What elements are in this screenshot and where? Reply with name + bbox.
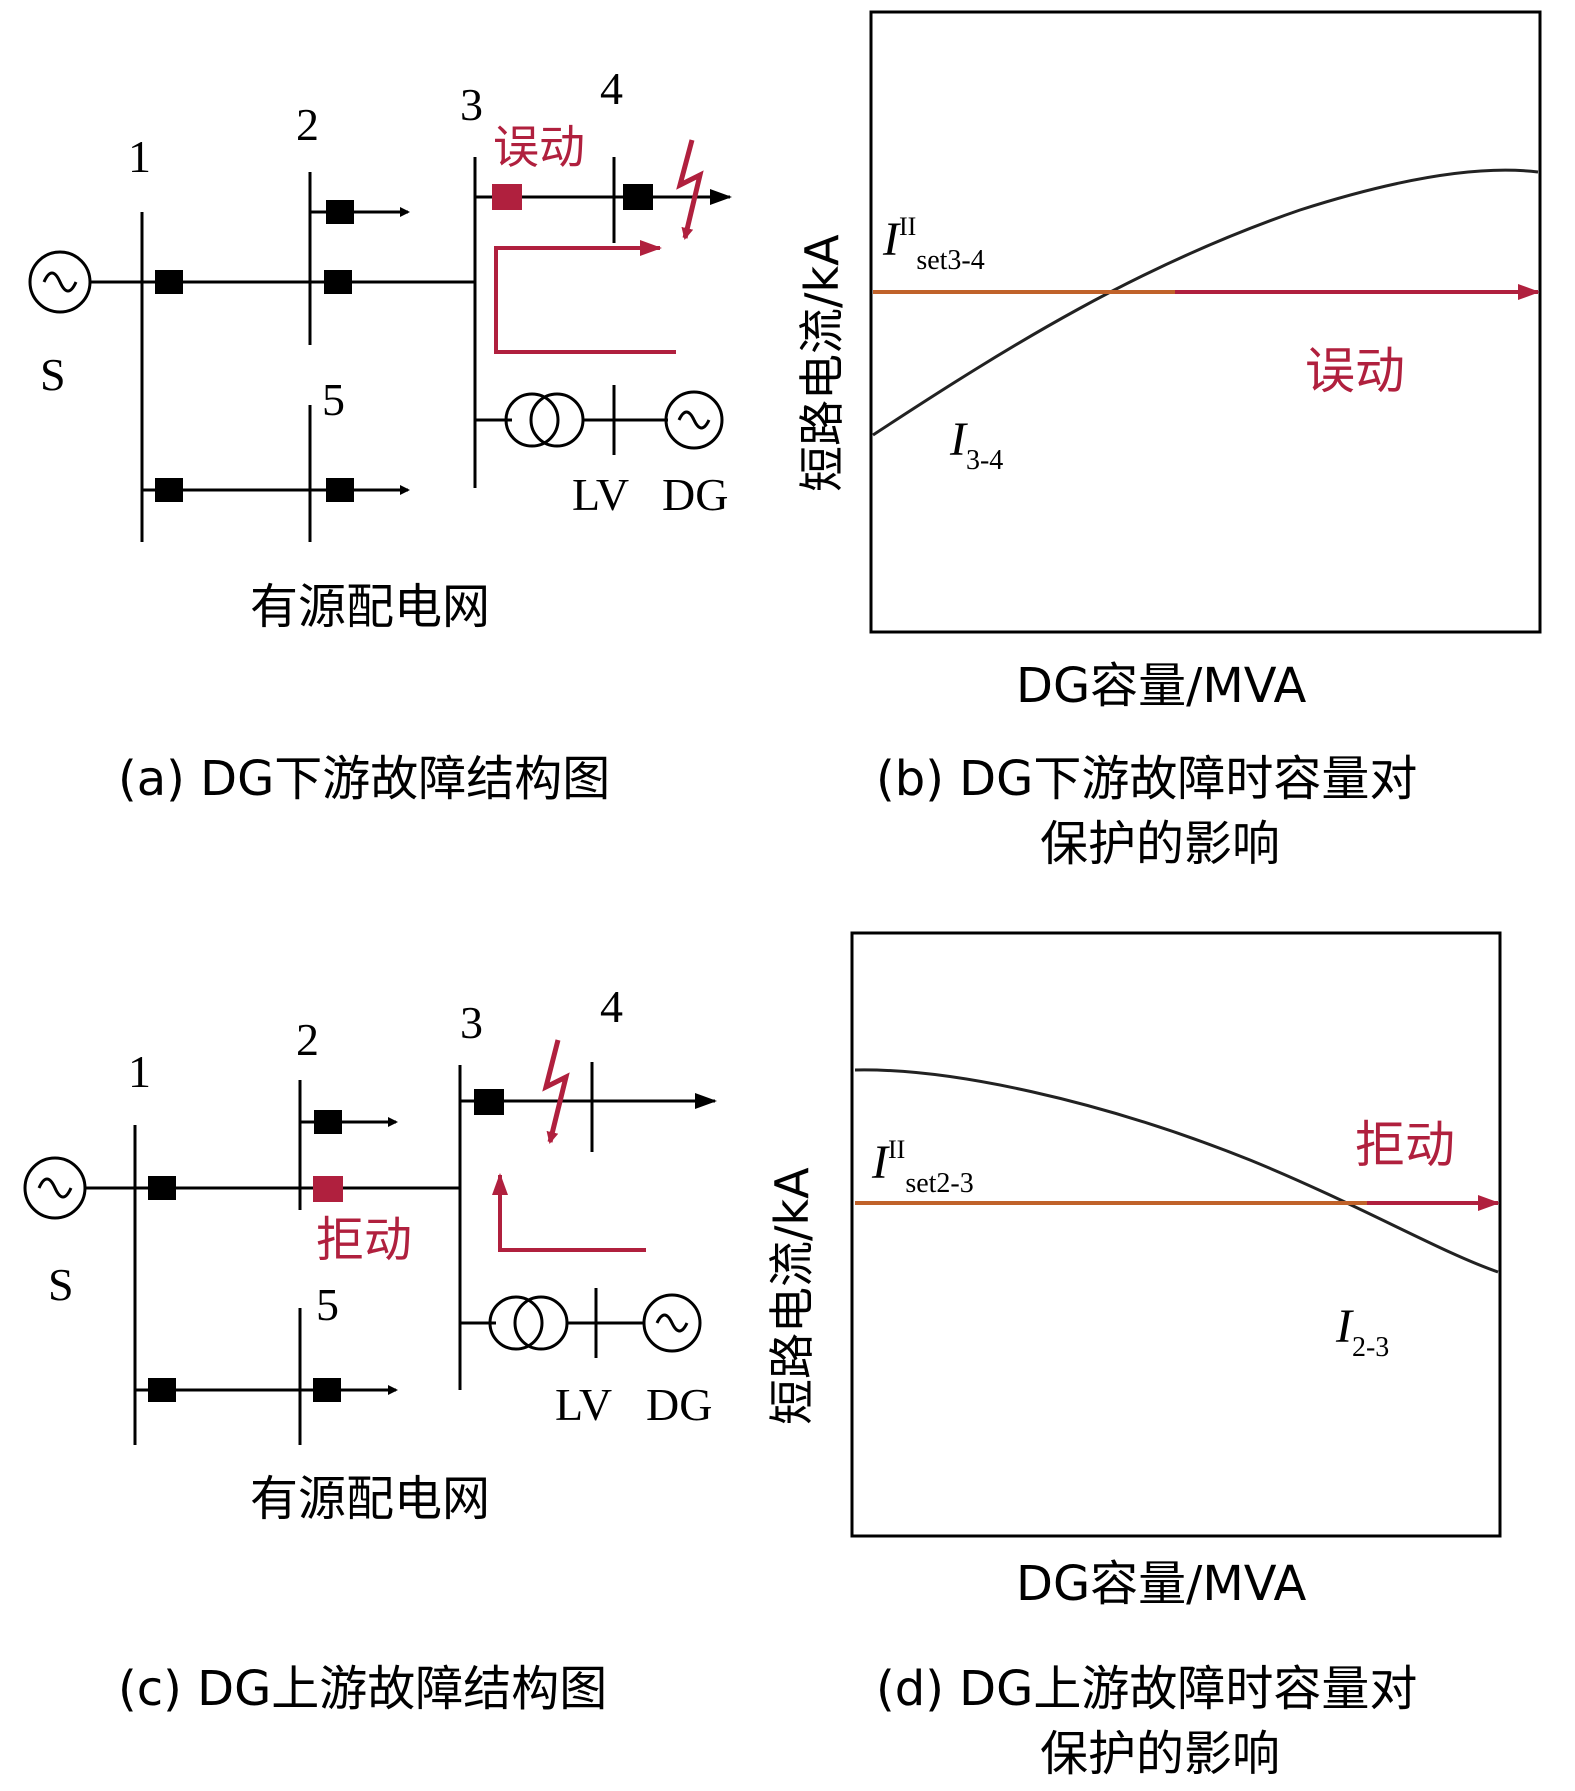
breaker-2-load xyxy=(314,1110,342,1134)
short-circuit-current-curve-d xyxy=(854,1068,1499,1274)
dg-label: DG xyxy=(646,1379,712,1430)
breaker-5-load xyxy=(326,478,354,502)
panel-c-network-diagram: S 1 2 拒动 3 4 LV DG 5 有源配电网 (c xyxy=(23,981,717,1717)
caption-d-line2: 保护的影响 xyxy=(1040,1726,1280,1782)
fault-lightning-icon xyxy=(676,139,704,240)
breaker-2-3 xyxy=(324,270,352,294)
breaker-4 xyxy=(623,184,653,210)
bus-label-3: 3 xyxy=(460,79,483,130)
breaker-1-5 xyxy=(148,1378,176,1402)
breaker-3-4-tripped xyxy=(492,184,522,210)
breaker-1-2 xyxy=(155,270,183,294)
sine-wave-icon xyxy=(42,271,78,293)
sine-wave-icon xyxy=(37,1177,73,1199)
plot-frame-d xyxy=(850,931,1502,1538)
dg-sine-wave-icon xyxy=(677,410,711,430)
current-label-d: I2-3 xyxy=(1335,1300,1389,1363)
caption-b-line2: 保护的影响 xyxy=(1040,816,1280,872)
dg-sine-wave-icon xyxy=(655,1313,689,1333)
current-label-b: I3-4 xyxy=(949,413,1003,476)
setting-label-b: IIIset3-4 xyxy=(882,212,985,276)
source-label: S xyxy=(48,1259,74,1310)
bus-label-5: 5 xyxy=(322,374,345,425)
bus-label-5: 5 xyxy=(316,1279,339,1330)
breaker-1-2 xyxy=(148,1176,176,1200)
x-axis-label-d: DG容量/MVA xyxy=(1016,1556,1307,1612)
caption-c: (c) DG上游故障结构图 xyxy=(118,1661,607,1717)
fault-current-path xyxy=(494,240,676,354)
network-label: 有源配电网 xyxy=(250,1471,490,1527)
breaker-5-load xyxy=(313,1378,341,1402)
bus-label-2: 2 xyxy=(296,99,319,150)
caption-d-line1: (d) DG上游故障时容量对 xyxy=(876,1661,1417,1717)
bus-label-1: 1 xyxy=(128,131,151,182)
panel-a-network-diagram: S 1 2 3 误动 4 LV xyxy=(28,63,732,807)
status-label-d: 拒动 xyxy=(1355,1116,1455,1174)
bus-label-3: 3 xyxy=(460,997,483,1048)
caption-b-line1: (b) DG下游故障时容量对 xyxy=(876,751,1417,807)
status-label-refusal: 拒动 xyxy=(316,1212,412,1268)
fault-current-path xyxy=(492,1173,646,1252)
y-axis-label-d: 短路电流/kA xyxy=(765,1167,819,1425)
x-axis-label-b: DG容量/MVA xyxy=(1016,658,1307,714)
bus-label-1: 1 xyxy=(128,1046,151,1097)
network-label: 有源配电网 xyxy=(250,579,490,635)
breaker-3-4 xyxy=(474,1089,504,1115)
dg-generator-icon xyxy=(664,390,724,450)
fault-lightning-icon xyxy=(542,1039,570,1144)
transformer-winding-1 xyxy=(504,392,560,448)
lv-label: LV xyxy=(555,1379,612,1430)
breaker-2-3-refused xyxy=(313,1176,343,1202)
short-circuit-current-curve-b xyxy=(872,168,1539,437)
setting-label-d: IIIset2-3 xyxy=(871,1135,974,1199)
status-label-b: 误动 xyxy=(1305,342,1405,400)
source-label: S xyxy=(40,349,66,400)
breaker-2-load xyxy=(326,200,354,224)
dg-generator-icon xyxy=(642,1293,702,1353)
caption-a: (a) DG下游故障结构图 xyxy=(118,751,610,807)
lv-label: LV xyxy=(572,469,629,520)
plot-frame-b xyxy=(869,10,1542,634)
transformer-winding-1 xyxy=(488,1295,544,1351)
panel-d-chart: IIIset2-3 I2-3 拒动 短路电流/kA DG容量/MVA (d) D… xyxy=(765,931,1502,1782)
bus-label-2: 2 xyxy=(296,1014,319,1065)
status-label-maloperation: 误动 xyxy=(493,120,585,174)
y-axis-label-b: 短路电流/kA xyxy=(795,234,849,492)
bus-label-4: 4 xyxy=(600,981,623,1032)
breaker-1-5 xyxy=(155,478,183,502)
dg-label: DG xyxy=(662,469,728,520)
bus-label-4: 4 xyxy=(600,63,623,114)
panel-b-chart: IIIset3-4 I3-4 误动 短路电流/kA DG容量/MVA (b) D… xyxy=(795,10,1542,872)
